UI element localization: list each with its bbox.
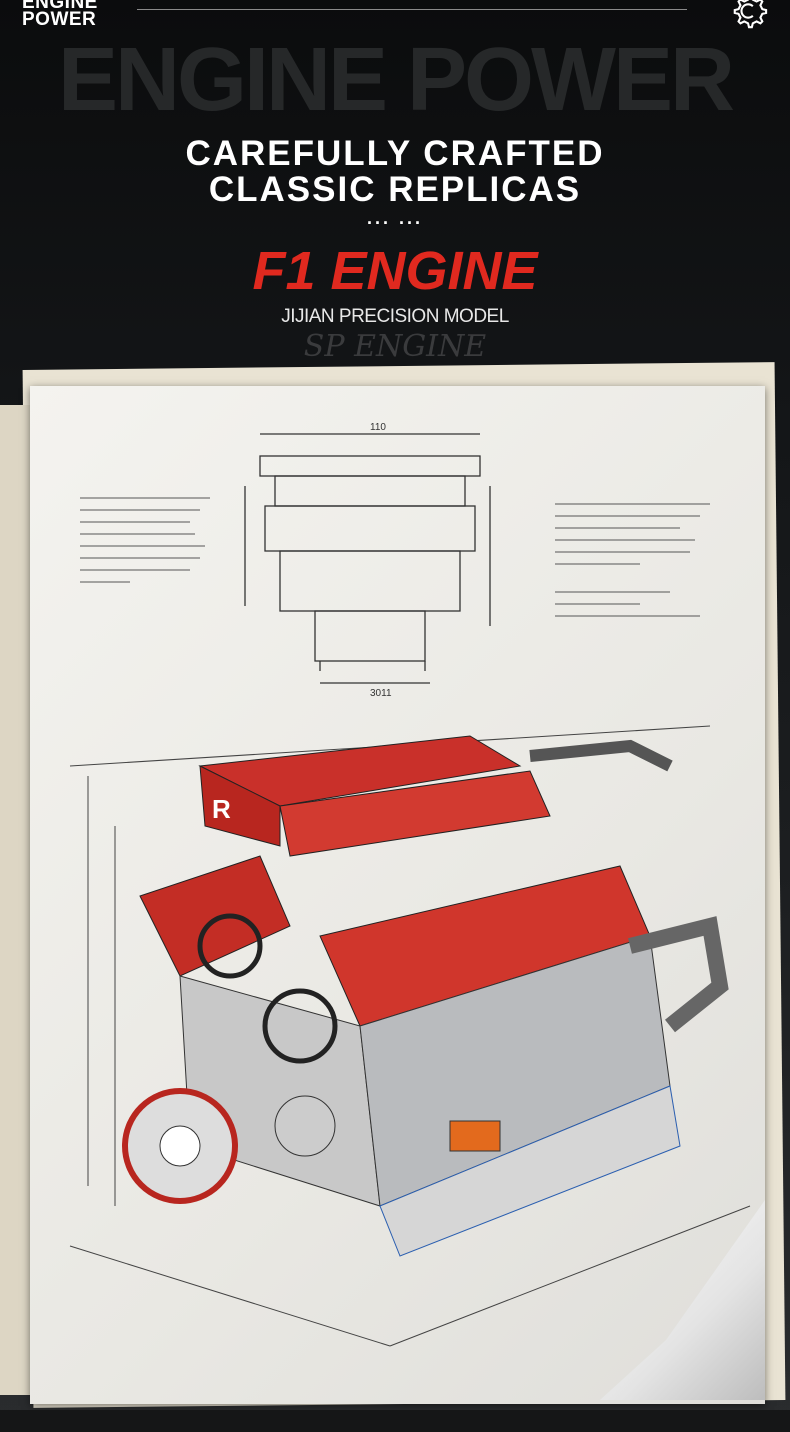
gear-icon (733, 0, 768, 29)
headline-line2: CLASSIC REPLICAS (208, 170, 582, 209)
decorative-dots: ... ... (366, 208, 423, 228)
engine-sketch: 110 3011 R (69, 422, 751, 1347)
product-title: F1 ENGINE (252, 241, 538, 301)
script-watermark: SP ENGINE (303, 329, 487, 364)
badge-letter: R (212, 794, 231, 824)
header-divider (137, 9, 687, 10)
background-watermark: ENGINE POWER (57, 30, 735, 130)
headline-line1: CAREFULLY CRAFTED (185, 134, 605, 173)
dimension-top: 110 (370, 422, 386, 433)
handwritten-notes-left (80, 497, 210, 583)
brand-line2: POWER (22, 9, 97, 30)
handwritten-notes-right (555, 503, 710, 617)
bottom-strip (0, 1410, 790, 1432)
product-subtitle: JIJIAN PRECISION MODEL (281, 306, 509, 327)
dimension-bottom: 3011 (370, 688, 392, 699)
blueprint-drawing (244, 433, 491, 684)
brand-logo: ENGINE POWER (22, 0, 98, 30)
engine-illustration: R (69, 725, 751, 1347)
brand-line1: ENGINE (22, 0, 98, 13)
